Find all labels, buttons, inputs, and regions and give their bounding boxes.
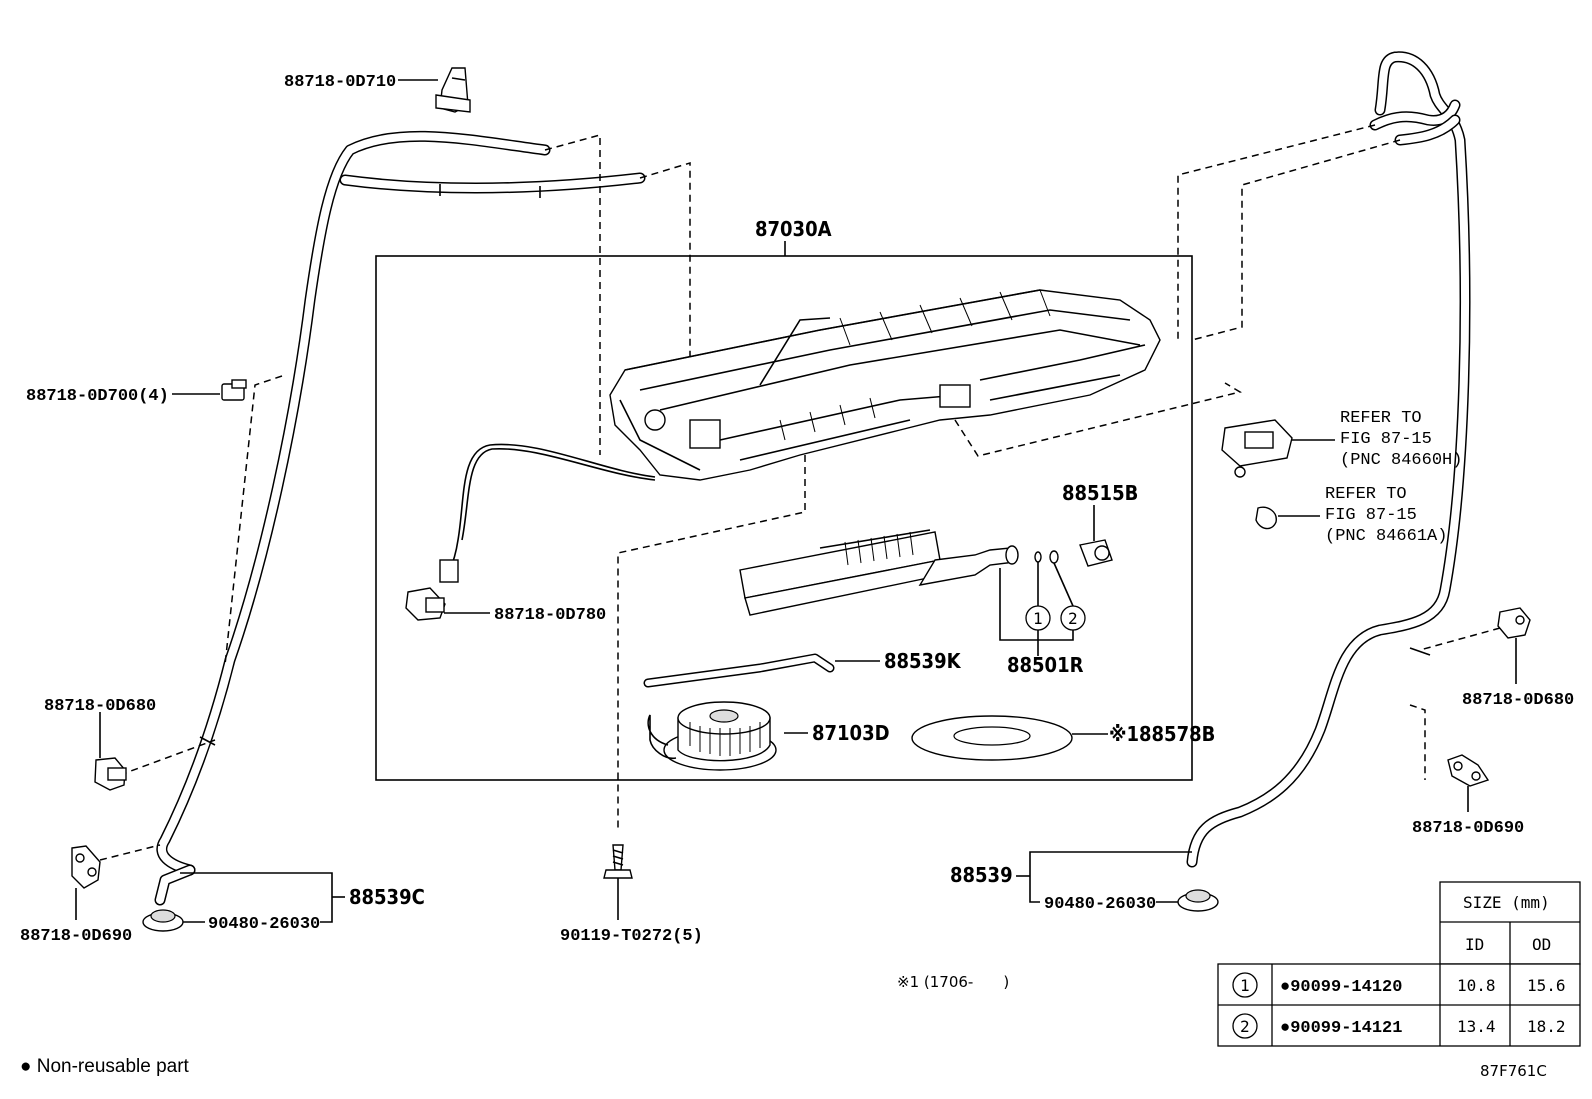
ac-unit-housing-icon [609, 289, 1161, 481]
label-hose-left: 88539C [349, 885, 425, 909]
clip-left-icon [221, 379, 247, 401]
circle-2-label: 2 [1068, 609, 1078, 628]
label-hose-clip-top: 88718-0D710 [284, 73, 396, 92]
row1-circle-icon [1232, 972, 1258, 998]
row2-id: 13.4 [1457, 1017, 1496, 1036]
blower-motor-icon [647, 701, 777, 771]
label-expansion-valve: 88515B [1062, 481, 1138, 505]
row2-od: 18.2 [1527, 1017, 1566, 1036]
label-grommet-left: 90480-26030 [208, 915, 320, 934]
row2-part: ●90099-14121 [1280, 1019, 1402, 1038]
oring-2-icon [1049, 550, 1059, 564]
label-gasket: ※188578B [1109, 722, 1215, 746]
clip-left-lower-icon [94, 757, 127, 791]
label-blower-motor: 87103D [812, 721, 890, 745]
grommet-left-icon [142, 909, 184, 932]
expansion-valve-icon [1079, 539, 1113, 567]
grommet-right-icon [1177, 889, 1219, 912]
label-oring-kit: 88501R [1007, 653, 1084, 677]
row2-circle-icon [1232, 1013, 1258, 1039]
row1-num: 1 [1240, 976, 1250, 995]
ref1-line2: FIG 87-15 [1340, 430, 1432, 449]
unit-assembly-frame [375, 255, 1193, 781]
label-connector-clip: 88718-0D780 [494, 606, 606, 625]
label-hose-clip-left-lower: 88718-0D680 [44, 697, 156, 716]
hose-left-assembly [154, 130, 646, 906]
size-table-header: SIZE (mm) [1463, 893, 1550, 912]
evaporator-icon [739, 529, 1019, 616]
refer-part-1-icon [1221, 419, 1293, 478]
connector-clip-icon [405, 587, 446, 621]
size-table-col-od: OD [1532, 935, 1551, 954]
size-table: SIZE (mm) ID OD 1 ●90099-14120 10.8 15.6… [1217, 881, 1581, 1047]
label-hose-clip-right: 88718-0D680 [1462, 691, 1574, 710]
label-hose-clip-left: 88718-0D700(4) [26, 387, 169, 406]
screw-icon [603, 844, 633, 879]
ref1-line1: REFER TO [1340, 409, 1422, 428]
label-screw: 90119-T0272(5) [560, 927, 703, 946]
evaporator-tube-icon [643, 653, 835, 688]
circle-1-label: 1 [1033, 609, 1043, 628]
label-unit-assy: 87030A [755, 217, 832, 241]
label-hose-clip-left-bottom: 88718-0D690 [20, 927, 132, 946]
row1-od: 15.6 [1527, 976, 1566, 995]
ref2-line2: FIG 87-15 [1325, 506, 1417, 525]
size-table-col-id: ID [1465, 935, 1484, 954]
clip-right-icon [1497, 607, 1531, 639]
legend-non-reusable: ● Non-reusable part [20, 1056, 190, 1077]
ref2-line1: REFER TO [1325, 485, 1407, 504]
clip-top-icon [435, 67, 471, 113]
oring-1-icon [1034, 551, 1042, 563]
ref1-line3: (PNC 84660H) [1340, 451, 1462, 470]
clip-right-lower-icon [1447, 754, 1490, 787]
clip-left-bottom-icon [71, 845, 101, 889]
label-grommet-right: 90480-26030 [1044, 895, 1156, 914]
ref2-line3: (PNC 84661A) [1325, 527, 1447, 546]
label-hose-right: 88539 [950, 863, 1013, 887]
connector-plug-icon [439, 559, 459, 583]
label-hose-clip-right-lower: 88718-0D690 [1412, 819, 1524, 838]
figure-code: 87F761C [1480, 1062, 1547, 1080]
row1-part: ●90099-14120 [1280, 978, 1402, 997]
label-evaporator-tube: 88539K [884, 649, 962, 673]
refer-part-2-icon [1255, 506, 1277, 530]
row2-num: 2 [1240, 1017, 1250, 1036]
footnote: ※1 (1706- ) [897, 973, 1009, 991]
row1-id: 10.8 [1457, 976, 1496, 995]
gasket-icon [911, 715, 1073, 761]
hose-right-assembly [1186, 51, 1471, 868]
